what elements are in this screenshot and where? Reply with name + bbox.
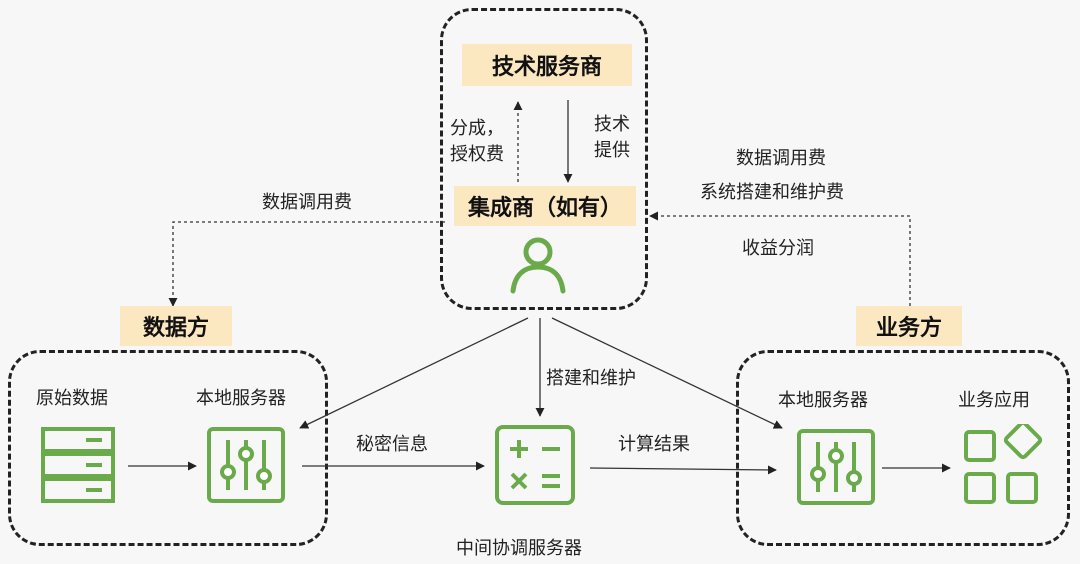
local-server-right-label: 本地服务器	[778, 390, 868, 411]
raw-data-label: 原始数据	[36, 388, 108, 409]
integrator-tag: 集成商（如有）	[454, 186, 636, 226]
revenue-share-label: 分成， 授权费	[450, 118, 504, 165]
tech-provider-tag: 技术服务商	[462, 44, 632, 86]
user-icon	[510, 237, 566, 294]
database-icon	[41, 427, 115, 503]
integrator-to-right-server-arrow	[551, 317, 783, 429]
build-maintain-label: 搭建和维护	[546, 368, 636, 389]
integrator-group	[440, 8, 648, 310]
tech-supply-label: 技术 提供	[594, 114, 630, 161]
server-sliders-icon-left	[207, 427, 285, 503]
data-fee-right-label: 数据调用费	[736, 148, 826, 169]
business-party-tag: 业务方	[856, 306, 962, 346]
data-fee-left-arrow	[168, 221, 445, 307]
integrator-to-left-server-arrow	[299, 317, 529, 429]
data-fee-left-label: 数据调用费	[262, 192, 352, 213]
coordinator-label: 中间协调服务器	[456, 538, 582, 559]
business-fee-arrow	[649, 211, 911, 306]
data-party-group	[8, 350, 328, 546]
profit-share-label: 收益分润	[742, 238, 814, 259]
system-fee-label: 系统搭建和维护费	[700, 182, 844, 203]
business-app-label: 业务应用	[958, 390, 1030, 411]
server-sliders-icon-right	[797, 429, 875, 505]
secret-info-label: 秘密信息	[356, 434, 428, 455]
compute-result-arrow	[589, 465, 777, 475]
data-party-tag: 数据方	[120, 306, 232, 346]
business-party-group	[736, 350, 1070, 546]
compute-result-label: 计算结果	[618, 434, 690, 455]
calculator-icon	[495, 425, 575, 505]
local-server-left-label: 本地服务器	[196, 388, 286, 409]
apps-icon	[964, 424, 1043, 504]
